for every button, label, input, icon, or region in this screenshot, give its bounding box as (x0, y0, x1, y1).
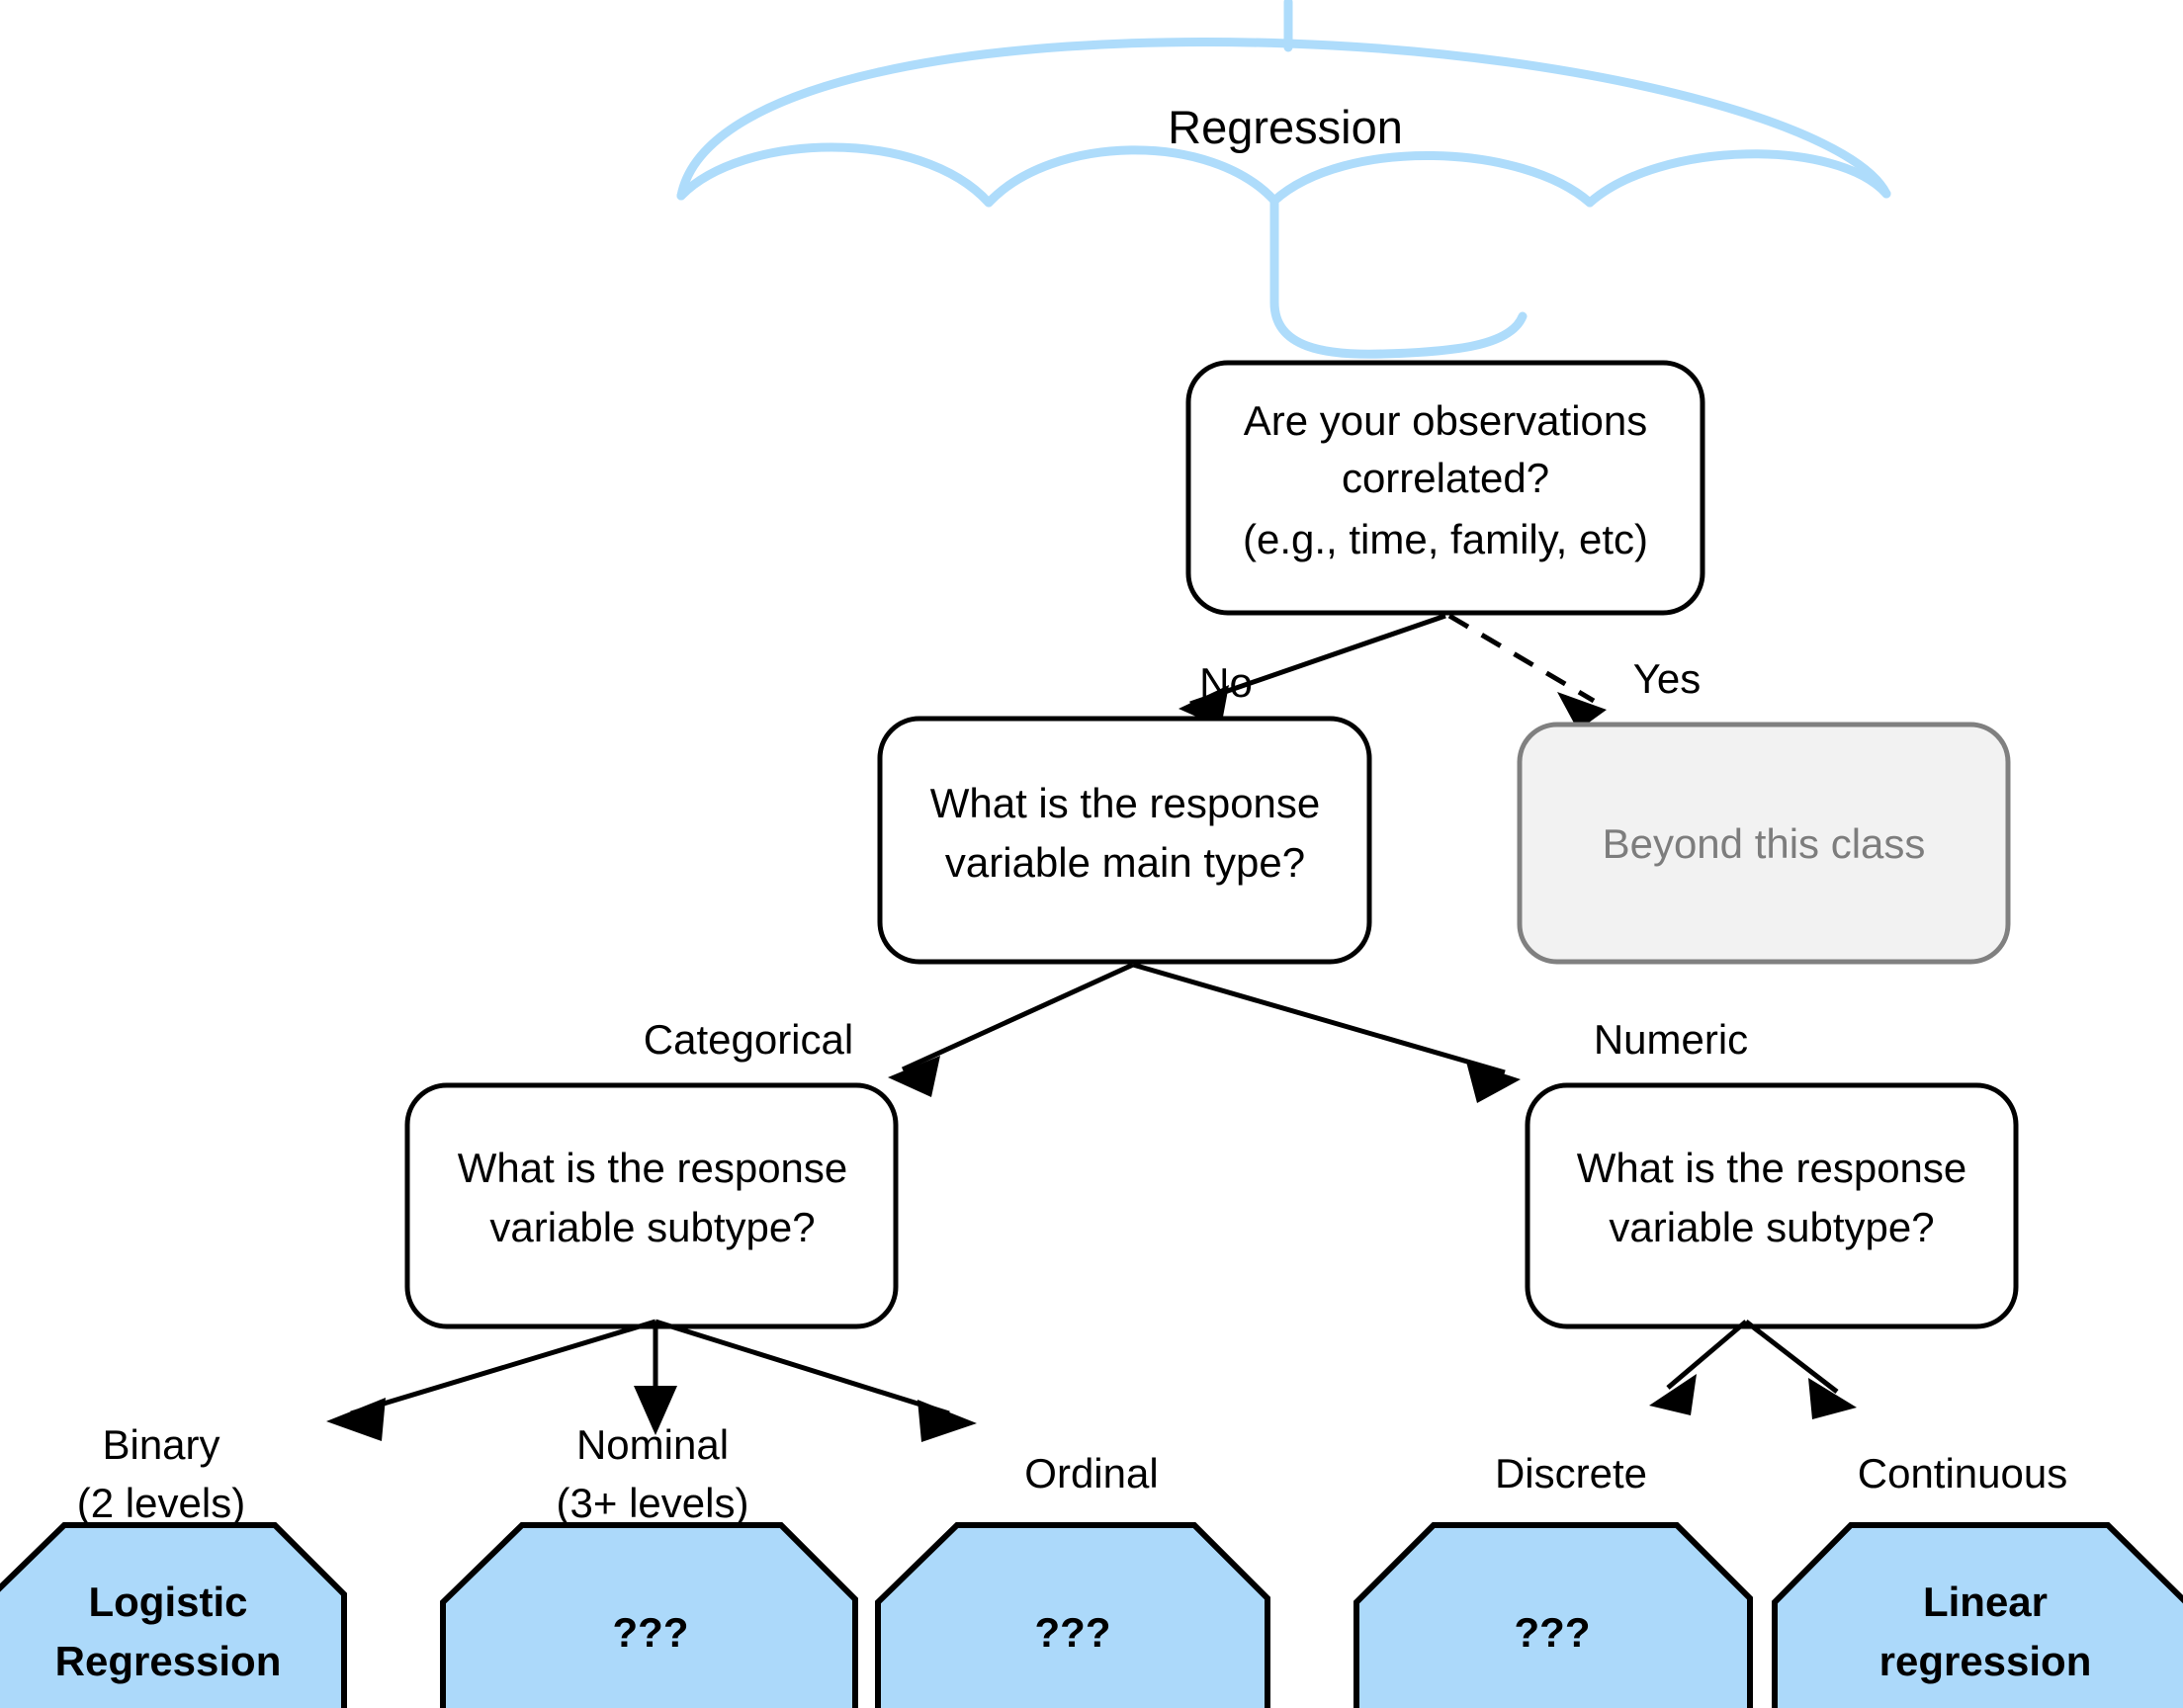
diagram-title: Regression (1168, 101, 1403, 153)
edge-subtype-cat-nominal (634, 1322, 677, 1435)
edge-label-nominal-line2: (3+ levels) (557, 1480, 749, 1526)
node-response-main-type[interactable]: What is the response variable main type? (877, 716, 1372, 965)
edge-subtype-cat-nominal-arrowhead (634, 1386, 677, 1435)
edge-label-binary-line2: (2 levels) (77, 1480, 245, 1526)
edge-subtype-num-discrete (1649, 1320, 1748, 1415)
edge-subtype-num-continuous-arrowhead (1808, 1378, 1857, 1419)
umbrella-scallop-1 (676, 142, 994, 208)
terminal-ordinal-unknown-label: ??? (1035, 1609, 1111, 1656)
edge-correlated-yes-arrowhead (1557, 692, 1607, 730)
edge-subtype-cat-ordinal (655, 1319, 977, 1442)
edge-correlated-no-line (1189, 613, 1446, 707)
edge-main-type-categorical-line (901, 962, 1135, 1072)
terminal-linear-regression-line1: Linear (1923, 1579, 2048, 1625)
node-observations-correlated-line2: correlated? (1342, 455, 1549, 501)
edge-main-type-categorical-arrowhead (888, 1056, 940, 1097)
edge-label-numeric: Numeric (1594, 1016, 1748, 1063)
edge-label-binary-line1: Binary (102, 1421, 219, 1468)
node-response-subtype-categorical[interactable]: What is the response variable subtype? (404, 1082, 899, 1329)
terminal-ordinal-unknown[interactable]: ??? (875, 1522, 1270, 1708)
edge-subtype-cat-binary-arrowhead (326, 1398, 386, 1441)
umbrella-scallop-4 (1585, 149, 1891, 208)
terminal-discrete-unknown-shape[interactable] (1353, 1522, 1753, 1708)
edge-main-type-numeric-arrowhead (1466, 1062, 1521, 1103)
edge-subtype-num-continuous (1744, 1320, 1857, 1419)
umbrella-canopy-outer (676, 38, 1891, 201)
terminal-logistic-regression-line1: Logistic (88, 1579, 247, 1625)
node-beyond-this-class[interactable]: Beyond this class (1517, 722, 2011, 965)
node-response-subtype-categorical-line2: variable subtype? (489, 1204, 815, 1250)
terminal-logistic-regression-line2: Regression (55, 1638, 282, 1684)
edge-correlated-yes: Yes (1447, 613, 1702, 730)
umbrella-scallop-2 (984, 145, 1279, 208)
umbrella-scallop-3 (1269, 151, 1595, 208)
edge-subtype-num-continuous-line (1744, 1320, 1839, 1394)
edge-main-type-numeric: Numeric (1132, 962, 1748, 1103)
leaf-edge-labels: Binary (2 levels) Nominal (3+ levels) Or… (77, 1421, 2067, 1526)
edge-subtype-num-discrete-line (1666, 1320, 1748, 1390)
terminal-linear-regression-shape[interactable] (1772, 1522, 2183, 1708)
node-response-subtype-numeric-line2: variable subtype? (1609, 1204, 1934, 1250)
node-observations-correlated-line1: Are your observations (1244, 397, 1648, 444)
terminal-nominal-unknown-label: ??? (613, 1609, 689, 1656)
edge-label-no: No (1199, 659, 1253, 706)
terminal-linear-regression[interactable]: Linear regression (1772, 1522, 2183, 1708)
node-response-subtype-numeric[interactable]: What is the response variable subtype? (1525, 1082, 2019, 1329)
edge-correlated-yes-line (1447, 613, 1596, 704)
edge-subtype-cat-ordinal-arrowhead (917, 1400, 977, 1442)
edge-label-nominal-line1: Nominal (576, 1421, 729, 1468)
edge-label-categorical: Categorical (644, 1016, 853, 1063)
terminal-discrete-unknown[interactable]: ??? (1353, 1522, 1753, 1708)
node-observations-correlated-line3: (e.g., time, family, etc) (1243, 516, 1648, 562)
node-response-subtype-numeric-box[interactable] (1525, 1082, 2019, 1329)
edge-label-continuous: Continuous (1858, 1450, 2067, 1496)
edge-subtype-cat-binary (326, 1319, 656, 1441)
edge-correlated-no: No (1179, 613, 1446, 727)
edge-subtype-cat-ordinal-line (655, 1319, 950, 1416)
umbrella-graphic: Regression (676, 0, 1891, 359)
terminal-discrete-unknown-label: ??? (1515, 1609, 1591, 1656)
edge-subtype-cat-binary-line (350, 1319, 656, 1416)
terminal-logistic-regression[interactable]: Logistic Regression (0, 1522, 347, 1708)
node-response-subtype-numeric-line1: What is the response (1577, 1145, 1967, 1191)
edge-subtype-num-discrete-arrowhead (1649, 1374, 1697, 1415)
node-beyond-this-class-label: Beyond this class (1603, 820, 1926, 867)
edge-main-type-categorical: Categorical (644, 962, 1135, 1097)
terminal-logistic-regression-shape[interactable] (0, 1522, 347, 1708)
terminal-nominal-unknown[interactable]: ??? (440, 1522, 858, 1708)
node-response-main-type-line1: What is the response (930, 780, 1321, 826)
node-beyond-this-class-box[interactable] (1517, 722, 2011, 965)
terminal-nominal-unknown-shape[interactable] (440, 1522, 858, 1708)
edge-label-discrete: Discrete (1495, 1450, 1647, 1496)
node-observations-correlated-box[interactable] (1185, 360, 1705, 616)
edge-label-ordinal: Ordinal (1024, 1450, 1158, 1496)
edge-main-type-numeric-line (1132, 962, 1506, 1075)
node-observations-correlated[interactable]: Are your observations correlated? (e.g.,… (1185, 360, 1705, 616)
node-response-main-type-box[interactable] (877, 716, 1372, 965)
terminal-linear-regression-line2: regression (1879, 1638, 2092, 1684)
edge-label-yes: Yes (1633, 655, 1702, 702)
umbrella-handle (1269, 196, 1528, 359)
node-response-subtype-categorical-box[interactable] (404, 1082, 899, 1329)
terminal-ordinal-unknown-shape[interactable] (875, 1522, 1270, 1708)
node-response-main-type-line2: variable main type? (945, 839, 1305, 886)
node-response-subtype-categorical-line1: What is the response (458, 1145, 848, 1191)
